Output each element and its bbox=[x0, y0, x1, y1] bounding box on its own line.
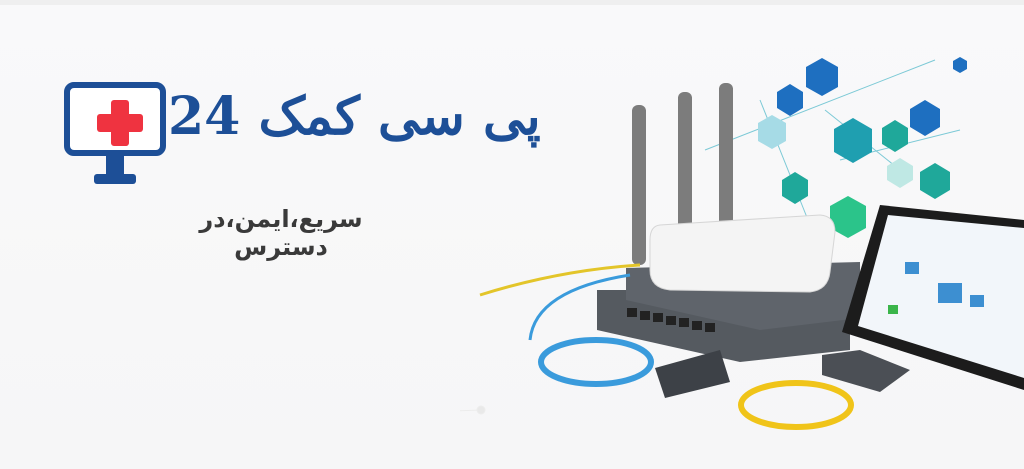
medical-cross-bar bbox=[97, 114, 143, 132]
router-antennas bbox=[632, 83, 733, 265]
switch-ports bbox=[627, 308, 715, 332]
hexagon-icons bbox=[758, 57, 967, 238]
monitor-icon bbox=[64, 82, 166, 156]
network-equipment-illustration bbox=[460, 57, 1024, 430]
monitor-base bbox=[94, 174, 136, 184]
tablet-network-diagram bbox=[842, 205, 1024, 390]
ethernet-cable-yellow bbox=[738, 380, 854, 430]
brand-logo[interactable]: پی سی کمک 24 bbox=[64, 82, 541, 192]
brand-name: پی سی کمک 24 bbox=[168, 86, 541, 147]
wifi-router bbox=[649, 214, 836, 293]
media-converter-2 bbox=[822, 350, 910, 392]
ethernet-cable-blue bbox=[538, 337, 654, 387]
tagline: سریع،ایمن،در دسترس bbox=[199, 205, 363, 261]
background-network-pattern bbox=[460, 405, 486, 415]
monitor-stand bbox=[106, 156, 124, 176]
media-converter bbox=[655, 350, 730, 398]
